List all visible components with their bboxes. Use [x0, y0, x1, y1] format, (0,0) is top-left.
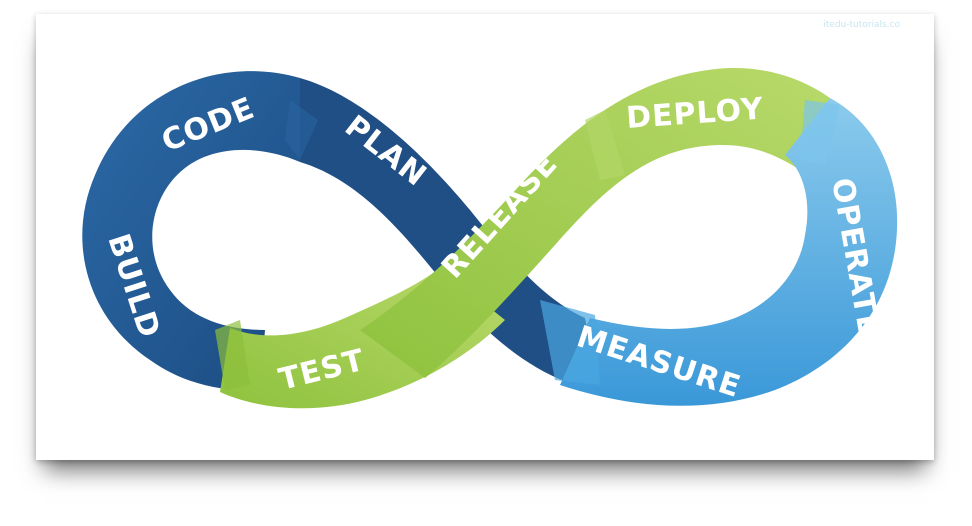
plan-to-measure-band — [300, 78, 600, 392]
arrow-chevron-5 — [540, 300, 600, 385]
arrow-chevron-3 — [585, 110, 625, 180]
release-band — [360, 67, 830, 378]
right-loop-lightblue — [560, 98, 898, 406]
left-loop-blue — [82, 71, 300, 391]
arrow-chevron-2 — [215, 320, 250, 390]
arrow-chevron-4 — [800, 100, 840, 165]
arrow-chevron-1 — [285, 100, 318, 160]
watermark-text: itedu-tutorials.co — [823, 20, 900, 30]
